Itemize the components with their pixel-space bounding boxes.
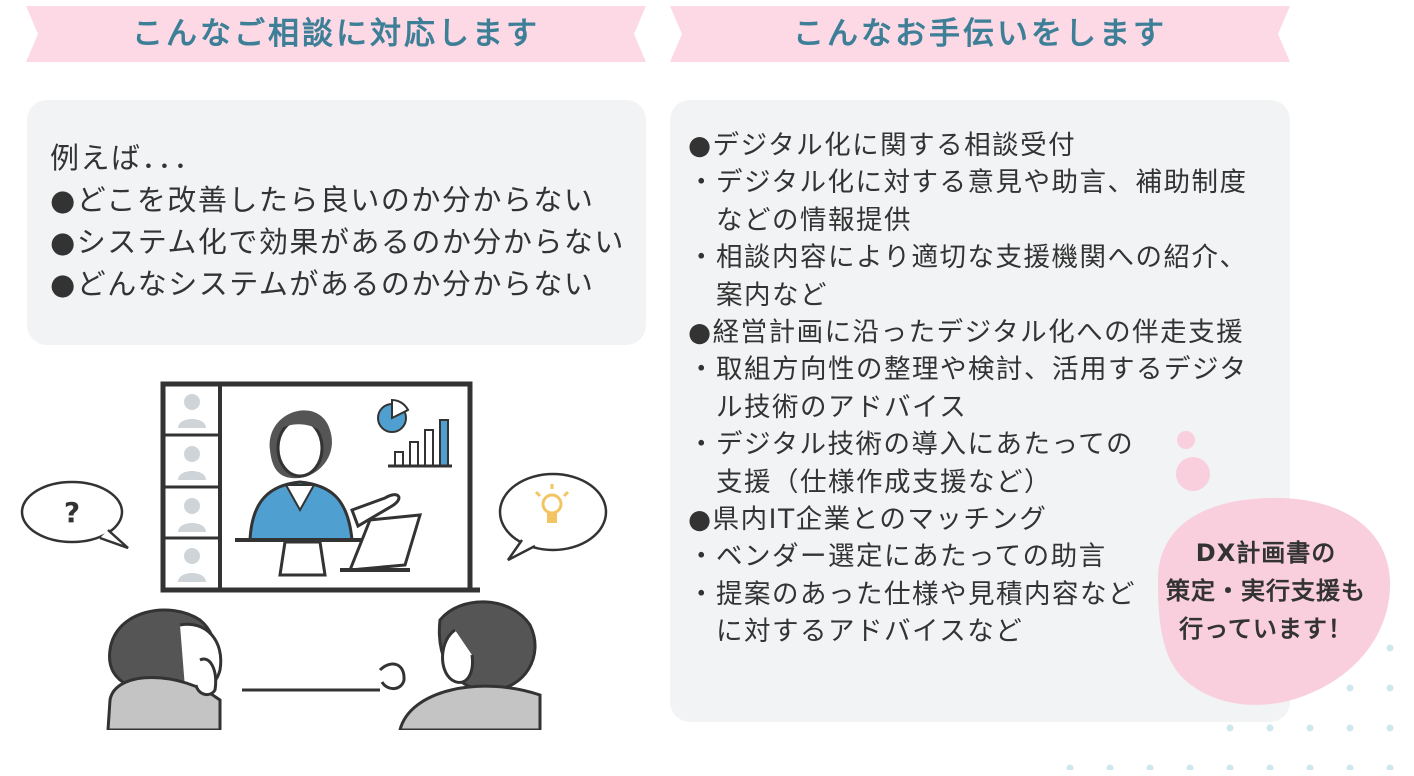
service-detail: ル技術のアドバイス — [688, 391, 968, 423]
service-detail: ・取組方向性の整理や検討、活用するデジタ — [688, 354, 1248, 386]
decorative-dot-grid — [1066, 644, 1394, 770]
consultation-item: ●システム化で効果があるのか分からない — [50, 225, 625, 259]
service-detail: に対するアドバイスなど — [688, 616, 1024, 648]
right-section-header: こんなお手伝いをします — [670, 6, 1290, 62]
idea-bubble — [498, 472, 608, 562]
left-section-header: こんなご相談に対応します — [26, 6, 646, 62]
service-detail: ・提案のあった仕様や見積内容など — [688, 578, 1136, 610]
pie-chart-icon — [377, 398, 410, 433]
service-detail: などの情報提供 — [688, 204, 912, 236]
callout-line: 策定・実行支援も — [1166, 577, 1366, 605]
right-ribbon-shape — [670, 6, 1290, 62]
service-heading: ●県内IT企業とのマッチング — [688, 503, 1048, 535]
left-ribbon-shape — [26, 6, 646, 62]
service-heading: ●デジタル化に関する相談受付 — [688, 130, 1077, 161]
callout-line: DX計画書の — [1195, 539, 1337, 567]
lightbulb-icon — [534, 484, 570, 523]
consultation-item: ●どこを改善したら良いのか分からない — [50, 183, 595, 217]
service-detail: ・デジタル技術の導入にあたっての — [688, 429, 1135, 461]
online-consultation-illustration: ? — [20, 381, 608, 730]
callout-line: 行っています！ — [1179, 615, 1353, 643]
person-left-figure — [106, 608, 223, 730]
consultation-examples-card — [27, 100, 646, 345]
support-services-list: ●デジタル化に関する相談受付 ・デジタル化に対する意見や助言、補助制度 などの情… — [688, 127, 1247, 650]
consultation-item: ●どんなシステムがあるのか分からない — [50, 267, 595, 301]
service-heading: ●経営計画に沿ったデジタル化への伴走支援 — [688, 316, 1245, 348]
person-right-figure — [378, 600, 542, 730]
service-detail: 案内など — [688, 279, 828, 311]
service-detail: ・ベンダー選定にあたっての助言 — [688, 541, 1107, 573]
service-detail: ・デジタル化に対する意見や助言、補助制度 — [688, 167, 1248, 199]
left-section-title: こんなご相談に対応します — [132, 16, 540, 52]
question-mark-icon: ? — [64, 496, 80, 529]
right-section-title: こんなお手伝いをします — [793, 16, 1167, 52]
bar-chart-icon — [388, 419, 452, 468]
service-detail: 支援（仕様作成支援など） — [688, 466, 1052, 498]
question-bubble: ? — [20, 480, 129, 550]
presenter-figure — [235, 410, 423, 577]
consultation-intro: 例えば．．． — [50, 141, 205, 175]
consultation-examples-list: 例えば．．． ●どこを改善したら良いのか分からない ●システム化で効果があるのか… — [50, 137, 625, 305]
service-detail: ・相談内容により適切な支援機関への紹介、 — [688, 242, 1248, 274]
callout-bubble — [1158, 431, 1391, 705]
